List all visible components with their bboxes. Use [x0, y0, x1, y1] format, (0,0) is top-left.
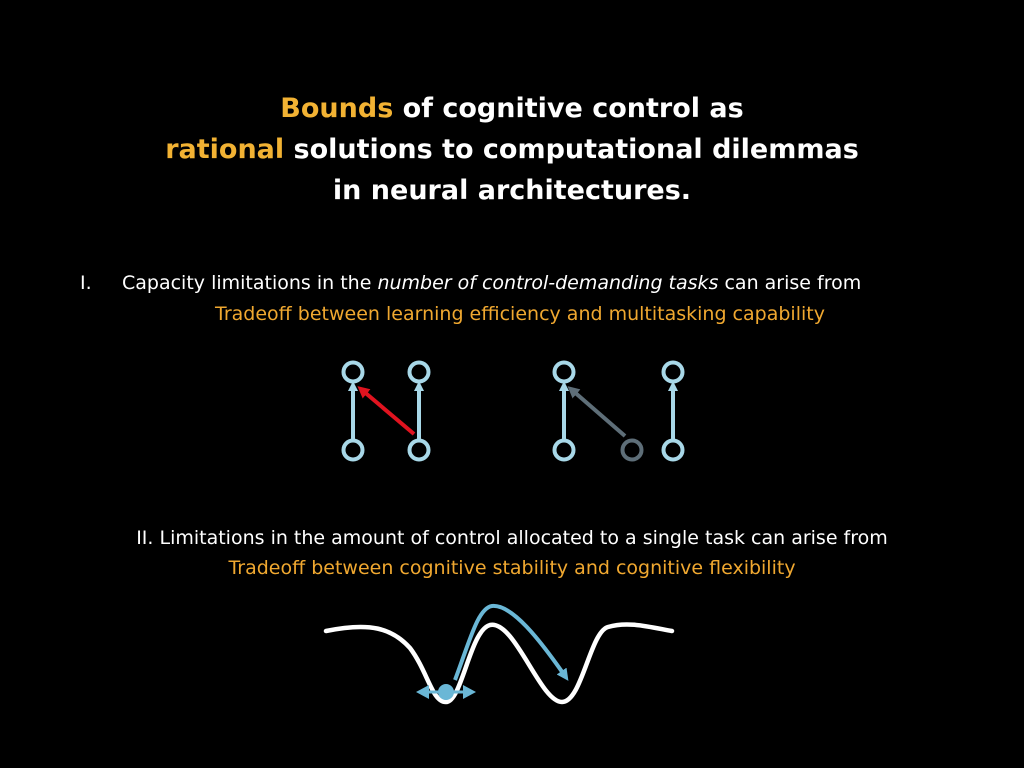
input-node-gray: [620, 438, 644, 462]
title-line-2-text: solutions to computational dilemmas: [284, 134, 859, 165]
input-node: [661, 438, 685, 462]
title-line-3: in neural architectures.: [332, 175, 692, 206]
wobble-arrow-left: [416, 685, 429, 699]
network-interference: [341, 360, 431, 462]
title-line-1-text: of cognitive control as: [393, 93, 744, 124]
point-two: II. Limitations in the amount of control…: [136, 527, 888, 549]
transition-arrow: [453, 603, 569, 681]
point-one-subtitle: Tradeoff between learning efficiency and…: [215, 303, 825, 325]
title-line-1: Bounds of cognitive control as: [0, 88, 1024, 129]
output-node: [407, 360, 431, 384]
crosstalk-arrow-red: [357, 386, 416, 436]
title-highlight-bounds: Bounds: [280, 93, 394, 124]
wobble-arrow-right: [463, 685, 476, 699]
energy-landscape: [323, 603, 675, 705]
state-ball: [438, 684, 454, 700]
title-highlight-rational: rational: [165, 134, 285, 165]
title-line-2: rational solutions to computational dile…: [0, 129, 1024, 170]
point-two-subtitle: Tradeoff between cognitive stability and…: [228, 557, 796, 579]
point-one-text-after: can arise from: [718, 272, 862, 294]
slide-title: Bounds of cognitive control as rational …: [0, 88, 1024, 211]
input-node: [341, 438, 365, 462]
output-node: [341, 360, 365, 384]
output-node: [552, 360, 576, 384]
point-one-italic: number of control-demanding tasks: [377, 272, 719, 294]
shared-arrow-gray: [567, 386, 627, 438]
point-one-number: I.: [80, 272, 92, 294]
point-one-text-before: Capacity limitations in the: [122, 272, 378, 294]
input-node: [552, 438, 576, 462]
point-one: I. Capacity limitations in the number of …: [80, 272, 861, 294]
landscape-curve: [323, 622, 675, 705]
output-node: [661, 360, 685, 384]
network-shared: [552, 360, 685, 462]
input-node: [407, 438, 431, 462]
